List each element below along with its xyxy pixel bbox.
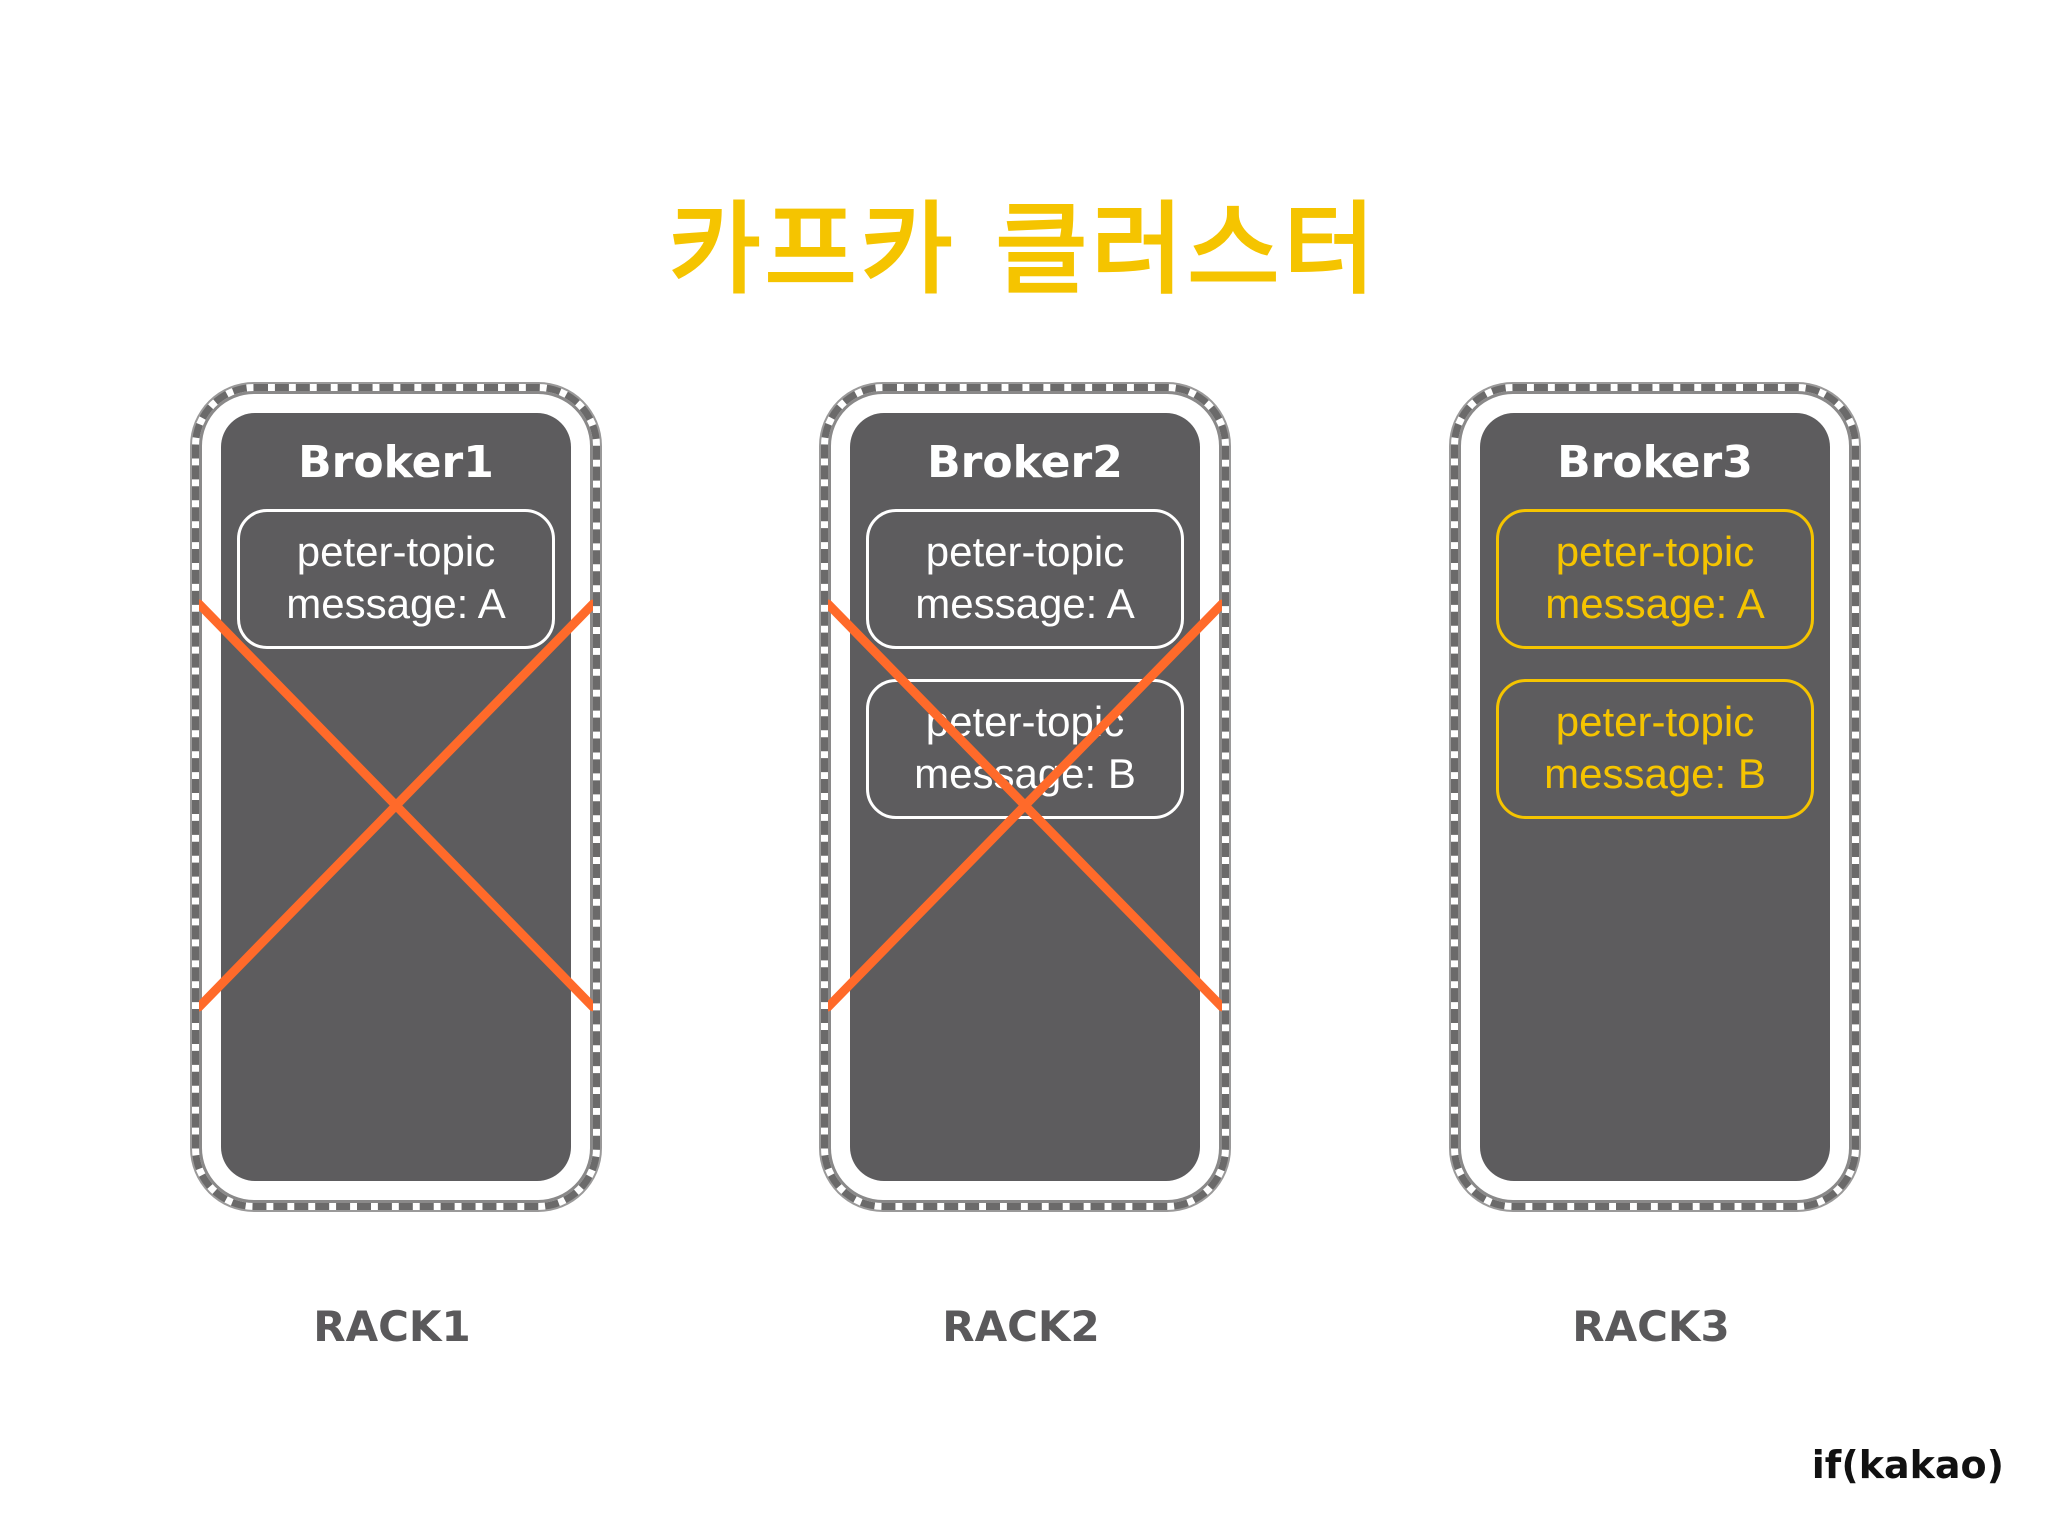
- partition-replica: peter-topic message: B: [866, 679, 1184, 819]
- broker-3: Broker3 peter-topic message: A peter-top…: [1480, 413, 1830, 1181]
- rack-2: Broker2 peter-topic message: A peter-top…: [821, 384, 1229, 1210]
- broker-1: Broker1 peter-topic message: A: [221, 413, 571, 1181]
- partition-replica: peter-topic message: A: [237, 509, 555, 649]
- replica-topic: peter-topic: [1555, 528, 1755, 575]
- replica-message: message: A: [1545, 580, 1765, 627]
- replica-topic: peter-topic: [925, 698, 1125, 745]
- broker-name: Broker2: [927, 437, 1123, 488]
- replica-message: message: A: [286, 580, 506, 627]
- partition-replica-highlighted: peter-topic message: A: [1496, 509, 1814, 649]
- rack-1: Broker1 peter-topic message: A: [192, 384, 600, 1210]
- rack-label-2: RACK2: [942, 1302, 1100, 1351]
- rack-label-1: RACK1: [313, 1302, 471, 1351]
- broker-2: Broker2 peter-topic message: A peter-top…: [850, 413, 1200, 1181]
- replica-message: message: B: [914, 750, 1136, 797]
- broker-name: Broker1: [298, 437, 494, 488]
- slide-title: 카프카 클러스터: [668, 191, 1380, 308]
- replica-topic: peter-topic: [925, 528, 1125, 575]
- replica-message: message: B: [1544, 750, 1766, 797]
- partition-replica-highlighted: peter-topic message: B: [1496, 679, 1814, 819]
- replica-message: message: A: [915, 580, 1135, 627]
- replica-topic: peter-topic: [1555, 698, 1755, 745]
- broker-name: Broker3: [1557, 437, 1753, 488]
- partition-replica: peter-topic message: A: [866, 509, 1184, 649]
- rack-3: Broker3 peter-topic message: A peter-top…: [1451, 384, 1859, 1210]
- replica-topic: peter-topic: [296, 528, 496, 575]
- rack-label-3: RACK3: [1572, 1302, 1730, 1351]
- brand-logo-text: if(kakao): [1811, 1443, 2004, 1487]
